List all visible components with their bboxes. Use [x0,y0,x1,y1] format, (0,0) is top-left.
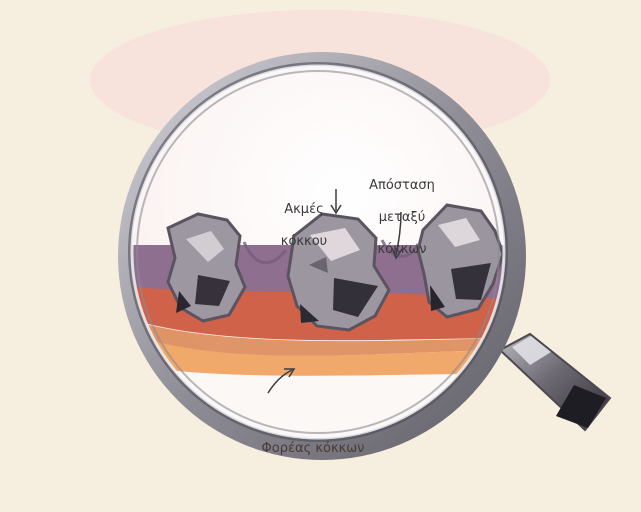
grain-edges-label-line-1: Ακμές [262,202,346,218]
grain-spacing-label: Απόσταση μεταξύ κόκκων [356,162,448,274]
grain-edges-label: Ακμές κόκκου [262,186,346,266]
grain-spacing-label-line-1: Απόσταση [356,178,448,194]
abrasive-grain-left [168,214,245,321]
grain-spacing-label-line-3: κόκκων [356,242,448,258]
grain-spacing-label-line-2: μεταξύ [356,210,448,226]
grain-carrier-label: Φορέας κόκκων [238,441,388,457]
grain-edges-label-line-2: κόκκου [262,234,346,250]
